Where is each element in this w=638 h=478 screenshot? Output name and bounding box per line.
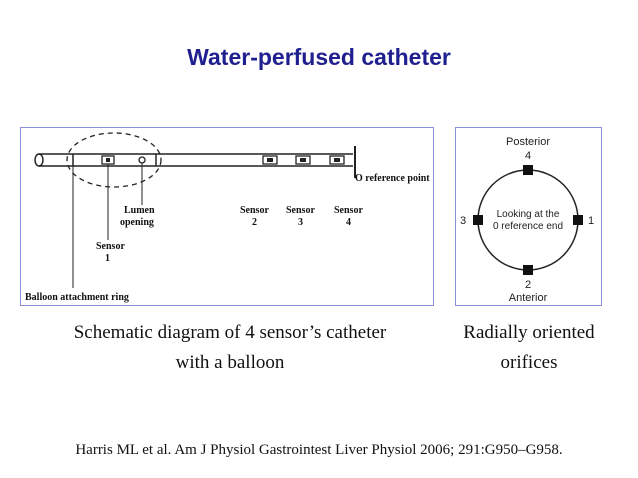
catheter-schematic-figure: O reference point Lumen opening Sensor 1… bbox=[20, 127, 434, 306]
balloon-attachment-label: Balloon attachment ring bbox=[25, 292, 129, 303]
sensor-4-dot bbox=[334, 158, 340, 162]
schematic-caption: Schematic diagram of 4 sensor’s catheter… bbox=[40, 318, 420, 378]
radial-orifices-svg: Posterior 4 2 Anterior 3 1 Looking at th… bbox=[460, 136, 594, 304]
sensor-1-number: 1 bbox=[105, 253, 110, 264]
orifice-1-marker bbox=[573, 215, 583, 225]
balloon-outline bbox=[66, 132, 162, 188]
radial-caption: Radially oriented orifices bbox=[448, 318, 610, 378]
orifice-4-number: 4 bbox=[525, 150, 531, 162]
catheter-cross-section bbox=[477, 169, 579, 271]
anterior-label: Anterior bbox=[509, 292, 548, 304]
sensor-4-label: Sensor bbox=[334, 205, 363, 216]
sensor-3-number: 3 bbox=[298, 217, 303, 228]
lumen-opening-port bbox=[138, 156, 146, 164]
orifice-3-number: 3 bbox=[460, 215, 466, 227]
radial-caption-line1: Radially oriented bbox=[463, 322, 595, 343]
radial-orifices-figure: Posterior 4 2 Anterior 3 1 Looking at th… bbox=[455, 127, 602, 306]
lumen-label-line2: opening bbox=[120, 217, 154, 228]
reference-point-label: O reference point bbox=[355, 173, 430, 184]
radial-caption-line2: orifices bbox=[500, 352, 558, 373]
sensor-2-number: 2 bbox=[252, 217, 257, 228]
sensor-3-label: Sensor bbox=[286, 205, 315, 216]
sensor-3-dot bbox=[300, 158, 306, 162]
catheter-schematic-svg: O reference point Lumen opening Sensor 1… bbox=[25, 132, 430, 303]
sensor-4-number: 4 bbox=[346, 217, 351, 228]
orifice-1-number: 1 bbox=[588, 215, 594, 227]
citation: Harris ML et al. Am J Physiol Gastrointe… bbox=[75, 442, 563, 458]
sensor-2-dot bbox=[267, 158, 273, 162]
orifice-4-marker bbox=[523, 165, 533, 175]
sensor-1-dot bbox=[106, 158, 110, 162]
orifice-2-number: 2 bbox=[525, 279, 531, 291]
catheter-tip bbox=[34, 153, 44, 167]
sensor-1-label: Sensor bbox=[96, 241, 125, 252]
orifice-2-marker bbox=[523, 265, 533, 275]
schematic-caption-line1: Schematic diagram of 4 sensor’s catheter bbox=[73, 322, 387, 343]
lumen-label-line1: Lumen bbox=[124, 205, 155, 216]
schematic-caption-line2: with a balloon bbox=[175, 352, 285, 373]
orifice-3-marker bbox=[473, 215, 483, 225]
posterior-label: Posterior bbox=[506, 136, 550, 148]
slide-title: Water-perfused catheter bbox=[187, 44, 451, 70]
center-text-line2: 0 reference end bbox=[493, 221, 563, 232]
sensor-2-label: Sensor bbox=[240, 205, 269, 216]
center-text-line1: Looking at the bbox=[497, 209, 560, 220]
